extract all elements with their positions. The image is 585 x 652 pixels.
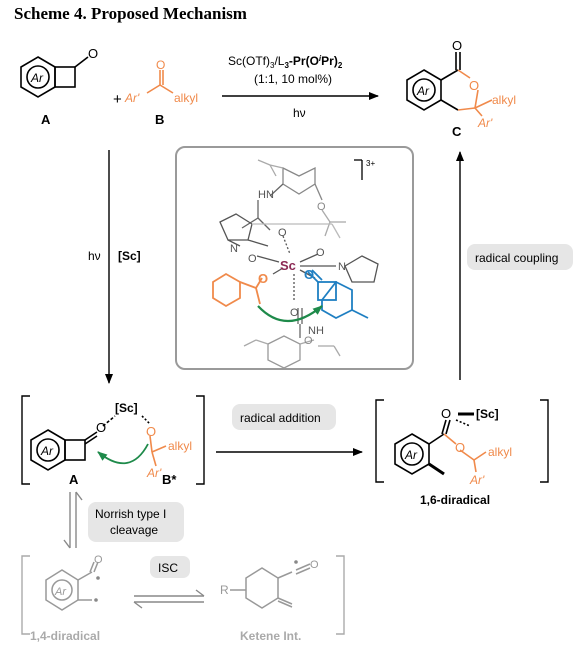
radical-coupling-label: radical coupling: [475, 251, 558, 265]
isc-pill: [150, 556, 190, 578]
compound-b-oxygen: O: [156, 58, 165, 72]
norrish-pill: [88, 502, 184, 542]
complex-n-left: N: [230, 243, 238, 255]
diradical-16-structure: [394, 412, 487, 476]
compound-b-label: B: [155, 112, 164, 127]
left-arrow-sc: [Sc]: [118, 249, 141, 263]
complex-o-right: O: [316, 247, 325, 259]
compound-b-alkyl: alkyl: [174, 91, 198, 105]
complex-o-lower-aryl: O: [304, 335, 313, 347]
radical-dot-2: [94, 598, 98, 602]
radical-addition-label: radical addition: [240, 411, 321, 425]
left-arrow-hv: hν: [88, 249, 101, 263]
bracket-a-bstar: [21, 395, 205, 485]
ketene-oxygen: O: [310, 559, 319, 571]
compound-c-ring-oxygen: O: [469, 78, 479, 93]
compound-b-ar-prime: Ar': [124, 91, 140, 105]
diradical-16-alkyl: alkyl: [488, 445, 512, 459]
diradical-16-carbonyl-oxygen: O: [441, 406, 451, 421]
ketene-r: R: [220, 583, 229, 597]
compound-c-carbonyl-oxygen: O: [452, 38, 462, 53]
complex-hn-upper: HN: [258, 189, 274, 201]
compound-a-oxygen: O: [88, 46, 98, 61]
middle-a-ar: Ar: [40, 444, 54, 458]
norrish-label-1: Norrish type I: [95, 507, 166, 521]
diradical-16-label: 1,6-diradical: [420, 493, 490, 507]
complex-o-lower: O: [290, 307, 299, 319]
green-attack-arrow: [257, 305, 323, 322]
compound-c-label: C: [452, 124, 462, 139]
compound-b-structure: [146, 70, 174, 94]
scheme-title: Scheme 4. Proposed Mechanism: [14, 4, 247, 23]
middle-bstar-oxygen: O: [146, 424, 156, 439]
compound-a-ar: Ar: [30, 71, 44, 85]
middle-bstar-ar-prime: Ar': [146, 466, 162, 480]
isc-equilibrium-arrows: [133, 589, 205, 609]
compound-a-label: A: [41, 112, 51, 127]
diradical-14-label: 1,4-diradical: [30, 629, 100, 643]
norrish-label-2: cleavage: [110, 523, 158, 537]
diradical-14-ar: Ar: [54, 586, 67, 598]
complex-o-blue: O: [304, 267, 314, 282]
middle-bstar-alkyl: alkyl: [168, 439, 192, 453]
bracket-16-diradical: [375, 399, 549, 483]
complex-charge: 3+: [366, 159, 375, 168]
radical-addition-pill: [232, 404, 336, 430]
ketene-label: Ketene Int.: [240, 629, 301, 643]
plus-sign: +: [113, 91, 122, 108]
conditions-line-2: (1:1, 10 mol%): [254, 72, 332, 86]
compound-c-ar-prime: Ar': [477, 116, 493, 130]
radical-dot-1: [96, 576, 100, 580]
conditions-line-1: Sc(OTf)3/L3-Pr(OiPr)2: [228, 54, 343, 70]
compound-c-ar: Ar: [416, 84, 430, 98]
conditions-line-3: hν: [293, 106, 306, 120]
complex-n-right: N: [338, 261, 346, 273]
complex-o-upper: O: [317, 201, 326, 213]
middle-a-oxygen: O: [96, 420, 106, 435]
ketene-dot: [294, 560, 298, 564]
complex-o-orange: O: [258, 271, 268, 286]
middle-green-arrow: [97, 443, 149, 465]
norrish-equilibrium-arrows: [63, 491, 83, 549]
complex-o-left: O: [248, 253, 257, 265]
bracket-bottom: [21, 555, 345, 635]
compound-a-structure: [20, 56, 89, 98]
sc-complex-structure: [212, 159, 379, 369]
diradical-16-ar: Ar: [404, 448, 418, 462]
middle-sc-left: [Sc]: [115, 401, 138, 415]
compound-c-alkyl: alkyl: [492, 93, 516, 107]
diradical-16-oxygen: O: [455, 440, 465, 455]
complex-nh-lower: NH: [308, 325, 324, 337]
complex-scandium: Sc: [280, 258, 296, 273]
sc-complex-box: [175, 146, 414, 370]
radical-coupling-pill: [467, 244, 573, 270]
diradical-16-sc: [Sc]: [476, 407, 499, 421]
diradical-14-structure: [45, 561, 99, 611]
middle-a-structure: [30, 415, 151, 471]
middle-bstar-structure: [149, 435, 167, 467]
compound-c-structure: [406, 52, 493, 117]
complex-o-amide: O: [278, 227, 287, 239]
middle-bstar-label: B*: [162, 472, 177, 487]
diradical-14-oxygen: O: [94, 554, 103, 566]
middle-a-label: A: [69, 472, 79, 487]
diradical-16-ar-prime: Ar': [469, 473, 485, 487]
ketene-structure: [230, 563, 311, 609]
isc-label: ISC: [158, 561, 178, 575]
